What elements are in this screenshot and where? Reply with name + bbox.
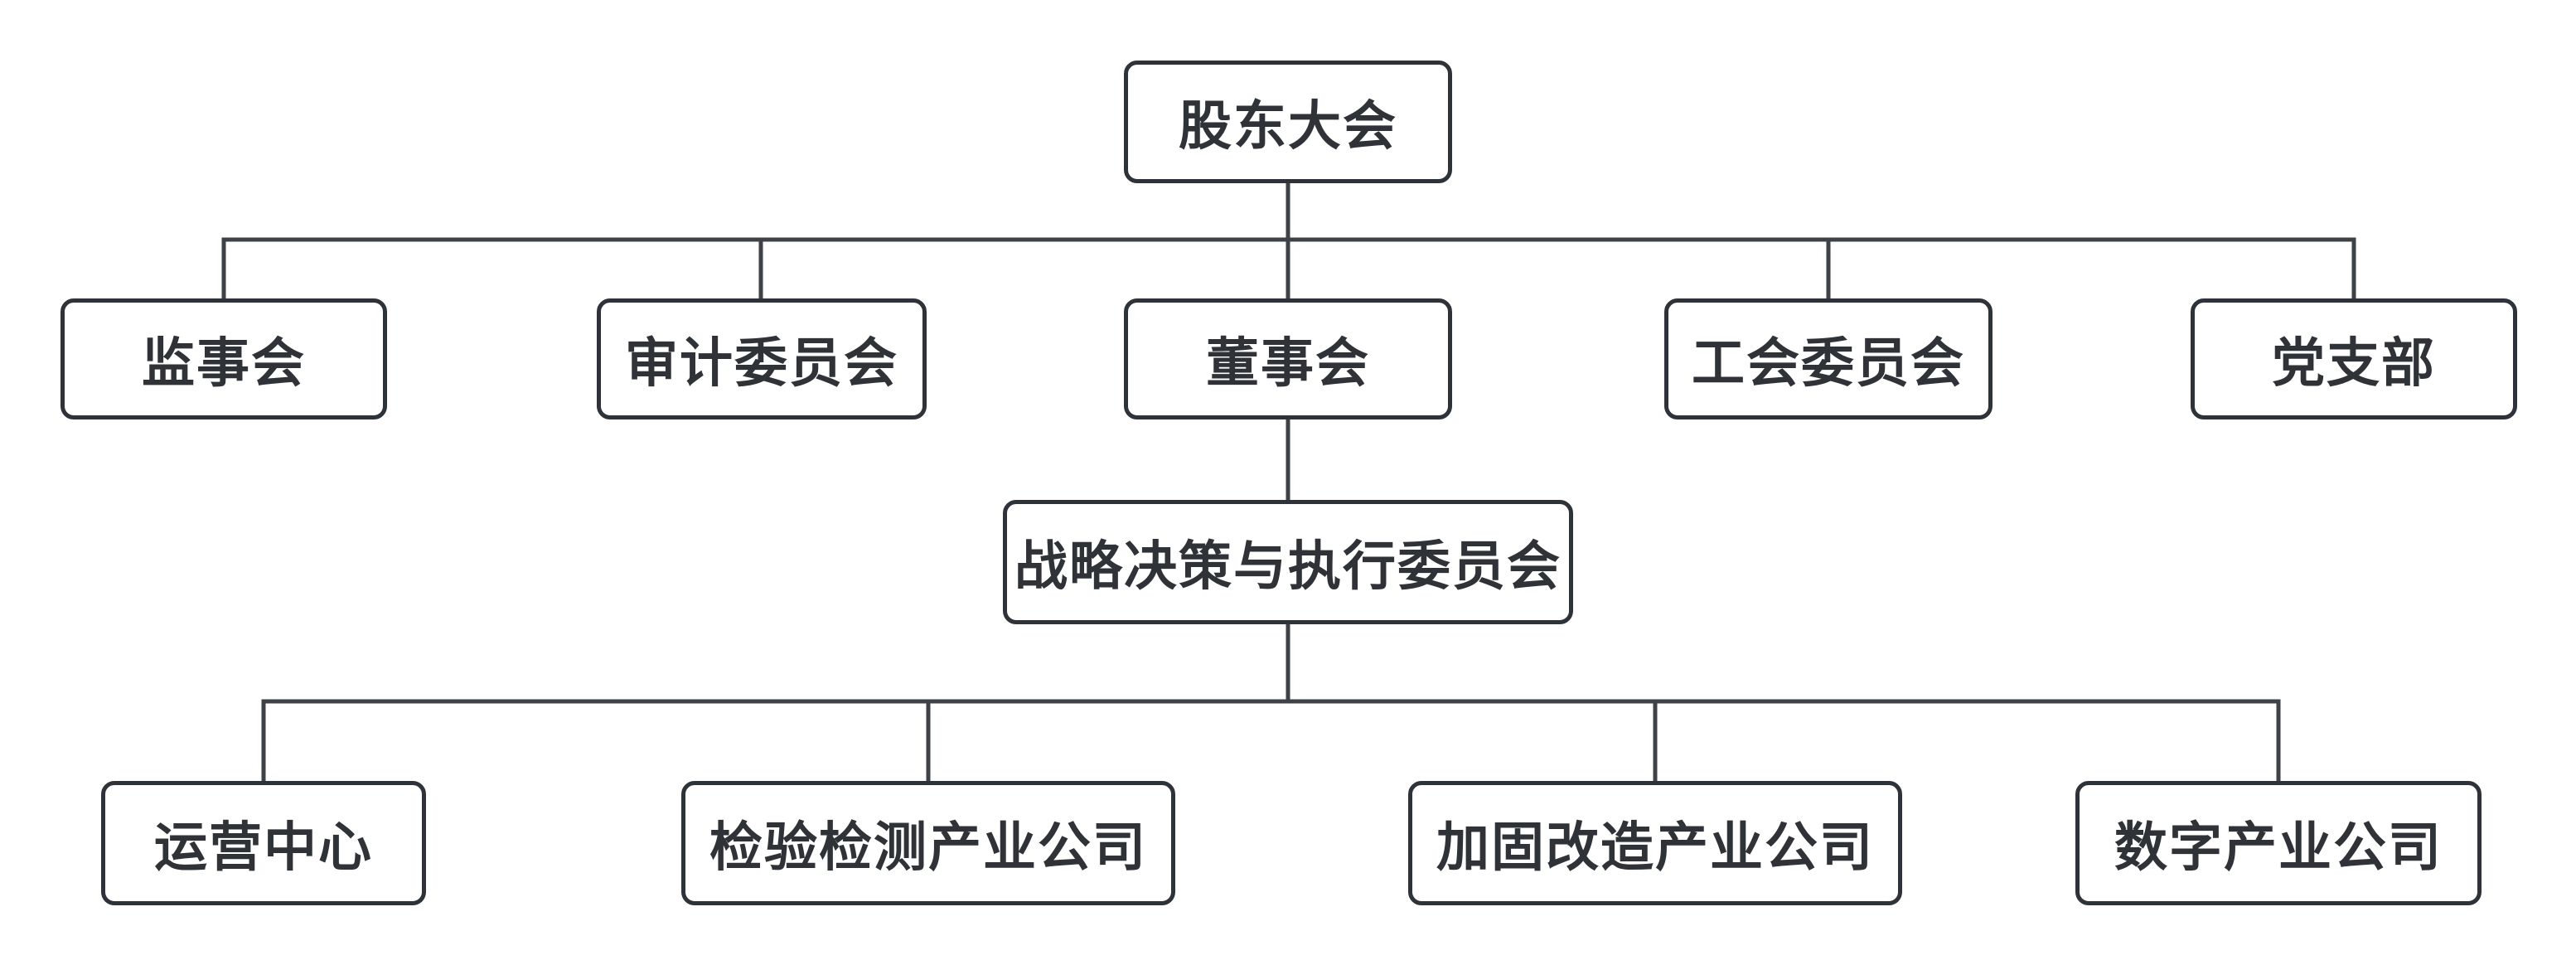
org-node-label: 工会委员会: [1692, 333, 1965, 393]
org-node-label: 战略决策与执行委员会: [1014, 536, 1562, 596]
org-node-audit-committee: 审计委员会: [597, 298, 927, 419]
org-node-digital-industry-company: 数字产业公司: [2075, 781, 2482, 905]
org-node-label: 审计委员会: [625, 333, 898, 393]
org-node-label: 数字产业公司: [2114, 817, 2443, 877]
org-node-label: 董事会: [1206, 333, 1370, 393]
org-node-label: 运营中心: [154, 817, 373, 877]
org-node-label: 加固改造产业公司: [1436, 817, 1874, 877]
org-node-label: 监事会: [142, 333, 306, 393]
org-node-inspection-testing-company: 检验检测产业公司: [681, 781, 1175, 905]
org-node-label: 股东大会: [1179, 96, 1397, 156]
org-node-labor-union-committee: 工会委员会: [1664, 298, 1993, 419]
org-node-reinforcement-renovation-company: 加固改造产业公司: [1408, 781, 1902, 905]
org-node-supervisory-board: 监事会: [61, 298, 387, 419]
org-node-board-of-directors: 董事会: [1124, 298, 1452, 419]
org-node-label: 党支部: [2272, 333, 2436, 393]
org-node-shareholders-meeting: 股东大会: [1124, 61, 1452, 183]
org-node-operations-center: 运营中心: [101, 781, 426, 905]
org-node-label: 检验检测产业公司: [709, 817, 1147, 877]
org-node-strategy-execution-committee: 战略决策与执行委员会: [1003, 500, 1573, 624]
org-node-party-branch: 党支部: [2191, 298, 2517, 419]
